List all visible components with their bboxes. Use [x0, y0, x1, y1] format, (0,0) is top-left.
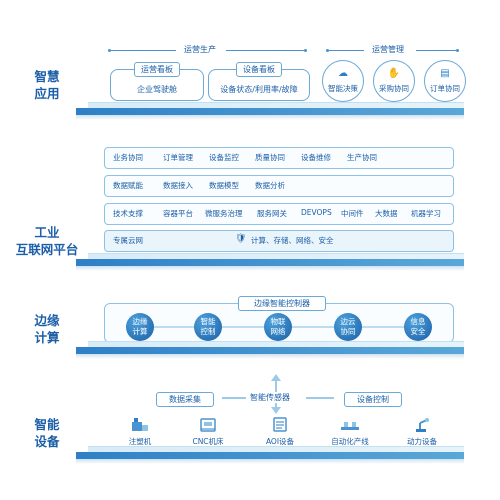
sensor-arrow-left: [222, 397, 246, 399]
device-layer-top: [88, 446, 464, 453]
platform-row-data: 数据赋能 数据接入 数据模型 数据分析: [104, 175, 454, 197]
device-layer-shadow: [76, 459, 464, 464]
row-item[interactable]: 设备维修: [301, 153, 331, 162]
ops-board-title: 运营看板: [134, 62, 180, 77]
ops-prod-line-left: [110, 50, 176, 51]
device-label: AOI设备: [265, 437, 295, 446]
edge-layer-shadow: [76, 354, 464, 359]
layer-label-platform: 工业 互联网平台: [15, 225, 79, 257]
data-collection-tag: 数据采集: [156, 392, 214, 407]
platform-row-tech: 技术支撑 容器平台 微服务治理 服务网关 DEVOPS 中间件 大数据 机器学习: [104, 203, 454, 225]
cnc-machine-icon: [200, 418, 216, 432]
order-label: 订单协同: [430, 84, 460, 93]
shield-check-icon: 🛡: [235, 234, 247, 244]
device-layer-bar: [76, 452, 464, 459]
device-aoi[interactable]: AOI设备: [252, 416, 308, 447]
layer-label-device: 智能 设备: [34, 417, 60, 449]
layer-label-smart-app: 智慧 应用: [34, 69, 60, 101]
device-label: CNC机床: [192, 437, 224, 446]
ops-mgmt-line-left: [328, 50, 364, 51]
row-item[interactable]: 数据模型: [209, 181, 239, 190]
ops-board-card[interactable]: 运营看板 企业驾驶舱: [110, 62, 204, 101]
injection-machine-icon: [132, 418, 148, 431]
procurement-circle[interactable]: ✋ 采购协同: [373, 60, 415, 102]
device-label: 注塑机: [128, 437, 152, 446]
ops-mgmt-line-right: [416, 50, 458, 51]
row-item[interactable]: 中间件: [341, 209, 364, 218]
smart-sensor-label: 智能传感器: [248, 392, 292, 403]
aoi-device-icon: [273, 417, 287, 432]
row-item[interactable]: 大数据: [375, 209, 398, 218]
smart-app-platform-top: [88, 102, 464, 109]
group-heading-ops-production: 运营生产: [184, 45, 216, 54]
device-board-text: 设备状态/利用率/故障: [220, 85, 298, 94]
order-doc-icon: ▤: [440, 68, 450, 79]
arrow-up-icon: [271, 374, 281, 381]
row-item[interactable]: 容器平台: [163, 209, 193, 218]
row-item[interactable]: 订单管理: [163, 153, 193, 162]
platform-row-business: 业务协同 订单管理 设备监控 质量协同 设备维修 生产协同: [104, 147, 454, 169]
edge-node-info-security[interactable]: 信息 安全: [404, 313, 432, 341]
row-lead-tech: 技术支撑: [113, 209, 143, 218]
edge-layer-top: [88, 341, 464, 348]
row-lead-cloud: 专属云网: [113, 236, 143, 245]
row-item[interactable]: 数据接入: [163, 181, 193, 190]
row-item[interactable]: 服务网关: [257, 209, 287, 218]
layer-label-edge: 边缘 计算: [34, 313, 60, 345]
device-label: 自动化产线: [331, 437, 369, 446]
platform-row-cloud: 专属云网 🛡 计算、存储、网络、安全: [104, 230, 454, 252]
edge-node-iot-network[interactable]: 物联 网络: [264, 313, 292, 341]
row-item[interactable]: 数据分析: [255, 181, 285, 190]
row-lead-business: 业务协同: [113, 153, 143, 162]
ops-mgmt-dot-left: [326, 49, 329, 52]
hand-icon: ✋: [387, 68, 401, 79]
edge-layer-bar: [76, 347, 464, 354]
ops-mgmt-dot-right: [456, 49, 459, 52]
device-board-card[interactable]: 设备看板 设备状态/利用率/故障: [208, 62, 310, 101]
device-control-tag: 设备控制: [344, 392, 402, 407]
smart-app-platform-shadow: [76, 115, 464, 120]
row-item[interactable]: 生产协同: [347, 153, 377, 162]
row-item[interactable]: 设备监控: [209, 153, 239, 162]
device-board-title: 设备看板: [236, 62, 282, 77]
smart-app-platform-bar: [76, 108, 464, 115]
cloud-gear-icon: ☁: [338, 68, 348, 79]
row-item[interactable]: DEVOPS: [301, 208, 332, 217]
ops-board-text: 企业驾驶舱: [137, 85, 177, 94]
ops-prod-line-right: [226, 50, 306, 51]
edge-controller-title: 边缘智能控制器: [238, 296, 326, 311]
ops-prod-dot-left: [108, 49, 111, 52]
cloud-items: 计算、存储、网络、安全: [251, 236, 334, 245]
row-item[interactable]: 质量协同: [255, 153, 285, 162]
device-production-line[interactable]: 自动化产线: [320, 416, 380, 447]
robot-arm-icon: [416, 418, 429, 432]
smart-decision-circle[interactable]: ☁ 智能决策: [322, 60, 364, 102]
production-line-icon: [341, 422, 359, 430]
row-lead-data: 数据赋能: [113, 181, 143, 190]
arrow-down-icon: [271, 407, 281, 414]
device-injection-machine[interactable]: 注塑机: [116, 416, 164, 447]
platform-layer-bar: [76, 259, 464, 266]
row-item[interactable]: 机器学习: [411, 209, 441, 218]
platform-layer-top: [88, 253, 464, 260]
order-circle[interactable]: ▤ 订单协同: [424, 60, 466, 102]
group-heading-ops-management: 运营管理: [372, 45, 404, 54]
device-power-equipment[interactable]: 动力设备: [394, 416, 450, 447]
edge-node-smart-control[interactable]: 智能 控制: [194, 313, 222, 341]
platform-layer-shadow: [76, 266, 464, 271]
device-cnc-machine[interactable]: CNC机床: [180, 416, 236, 447]
sensor-arrow-right: [306, 397, 334, 399]
edge-node-edge-cloud[interactable]: 边云 协同: [334, 313, 362, 341]
edge-node-edge-compute[interactable]: 边缘 计算: [126, 313, 154, 341]
smart-decision-label: 智能决策: [328, 84, 358, 93]
device-label: 动力设备: [407, 437, 437, 446]
row-item[interactable]: 微服务治理: [205, 209, 243, 218]
ops-prod-dot-right: [304, 49, 307, 52]
procurement-label: 采购协同: [379, 84, 409, 93]
